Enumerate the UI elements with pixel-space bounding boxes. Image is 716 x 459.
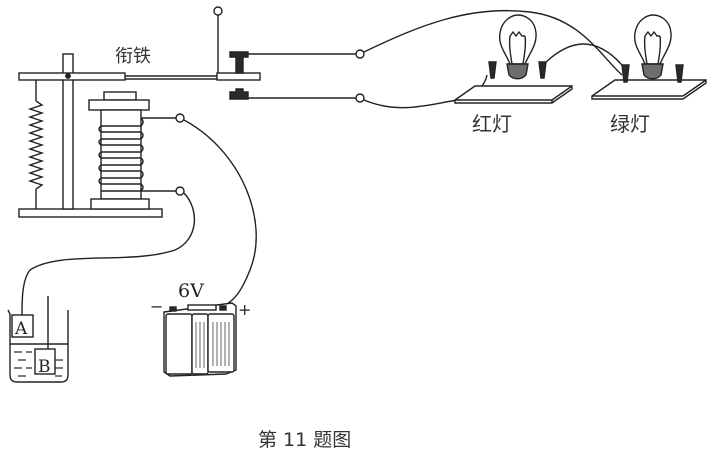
relay <box>18 53 218 218</box>
lower-contact-terminal[interactable] <box>355 93 365 103</box>
spring-icon <box>27 100 45 190</box>
red-lamp-post-left[interactable] <box>488 61 497 79</box>
moving-contact-terminal[interactable] <box>213 6 223 16</box>
beaker <box>7 296 69 383</box>
electromagnet <box>88 91 185 210</box>
wire-upper-to-green <box>363 9 623 76</box>
electrode-b-label: B <box>38 357 51 377</box>
red-lamp-post-right[interactable] <box>538 61 547 79</box>
relay-post <box>62 53 74 210</box>
battery-minus-label: − <box>150 297 163 316</box>
relay-base <box>18 208 163 218</box>
battery-plus-label: + <box>238 300 251 319</box>
green-lamp-post-right[interactable] <box>675 64 684 83</box>
red-lamp <box>454 14 573 104</box>
bulb-socket <box>506 63 529 80</box>
electrode-a-label: A <box>14 319 28 339</box>
bulb-icon <box>633 14 672 65</box>
battery <box>163 302 237 377</box>
coil-terminal-top[interactable] <box>175 113 185 123</box>
wire-coil-to-battery <box>183 119 257 306</box>
battery-positive-terminal[interactable] <box>219 305 227 311</box>
bulb-icon <box>498 14 537 65</box>
green-lamp <box>591 14 707 100</box>
bulb-socket <box>641 63 664 80</box>
water-dashes <box>14 351 63 377</box>
electrode-b[interactable] <box>34 348 56 375</box>
electrode-a[interactable] <box>11 314 34 338</box>
red-lamp-label: 红灯 <box>472 112 512 136</box>
switch-contacts <box>213 6 365 103</box>
pivot-icon <box>65 73 71 79</box>
upper-contact-terminal[interactable] <box>355 49 365 59</box>
armature-label: 衔铁 <box>115 46 151 67</box>
green-lamp-post-left[interactable] <box>621 64 630 83</box>
figure-caption: 第 11 题图 <box>258 429 351 451</box>
coil-terminal-bottom[interactable] <box>175 186 185 196</box>
armature-lever <box>18 72 126 81</box>
upper-static-contact <box>229 51 249 74</box>
moving-contact-plate <box>216 72 261 81</box>
battery-negative-terminal[interactable] <box>169 306 177 312</box>
lower-static-contact <box>229 88 249 100</box>
voltage-label: 6V <box>178 280 204 302</box>
wire-red-to-green <box>545 43 623 66</box>
green-lamp-label: 绿灯 <box>610 112 650 136</box>
wire-coil-to-electrode-a <box>21 192 196 316</box>
